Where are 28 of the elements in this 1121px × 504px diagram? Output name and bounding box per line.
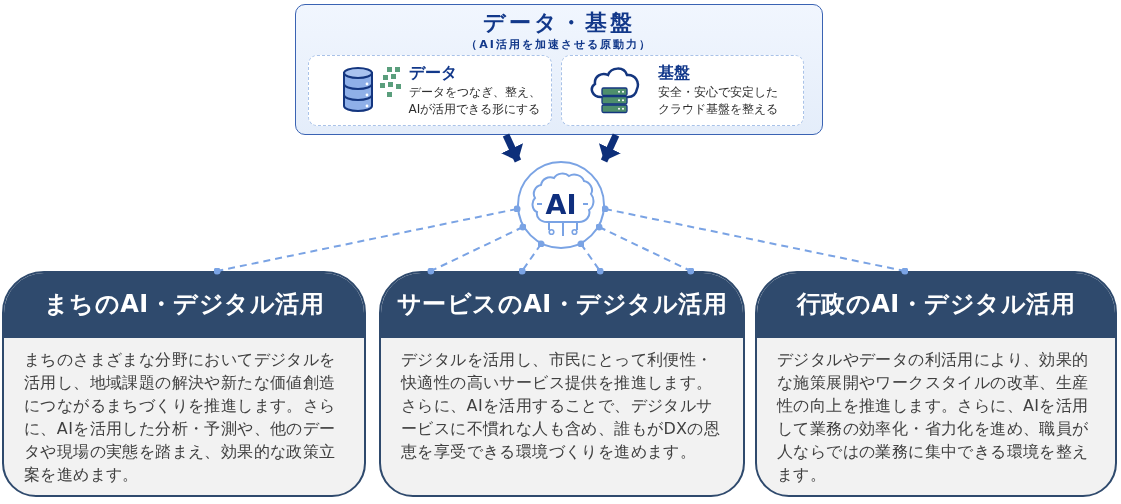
panel-subtitle: （AI活用を加速させる原動力） <box>466 38 652 52</box>
feature-card <box>307 54 552 126</box>
source-panel <box>295 4 823 135</box>
category-card <box>755 271 1117 497</box>
dashed-connector <box>427 223 527 275</box>
feature-description: データをつなぎ、整え、AIが活用できる形にする <box>408 83 542 118</box>
card-title: まちのAI・デジタル活用 <box>43 288 325 319</box>
dashed-connector <box>577 240 604 275</box>
card-description: デジタルを活用し、市民にとって利便性・快適性の高いサービス提供を推進します。さらに、AIを活用することで、デジタルサービスに不慣れな人も含め、誰もがDXの恩恵を享受できる環境づくりを進めます。 <box>401 349 722 463</box>
ai-label: AI <box>545 190 577 220</box>
category-card <box>379 271 745 497</box>
dashed-connector <box>595 223 695 275</box>
arrow <box>599 133 621 163</box>
card-title: サービスのAI・デジタル活用 <box>396 288 728 319</box>
dashed-connector <box>213 205 521 275</box>
arrow <box>501 133 523 163</box>
feature-description: 安全・安心で安定したクラウド基盤を整える <box>657 83 779 118</box>
card-description: デジタルやデータの利活用により、効果的な施策展開やワークスタイルの改革、生産性の向上を推進します。さらに、AIを活用して業務の効率化・省力化を進め、職員が人ならではの業務に集中できる環境を整えます。 <box>777 349 1090 486</box>
category-card <box>2 271 366 497</box>
card-title: 行政のAI・デジタル活用 <box>796 288 1076 319</box>
dashed-connector <box>601 205 909 275</box>
ai-circle <box>517 161 605 249</box>
panel-title: データ・基盤 <box>483 9 635 37</box>
feature-heading: 基盤 <box>657 62 691 83</box>
feature-heading: データ <box>408 62 458 83</box>
card-description: まちのさまざまな分野においてデジタルを活用し、地域課題の解決や新たな価値創造につながるまちづくりを推進します。さらに、AIを活用した分析・予測や、他のデータや現場の実態を踏まえ、効果的な政策立案を進めます。 <box>24 349 337 486</box>
feature-card <box>560 54 804 126</box>
dashed-connector <box>518 240 545 275</box>
